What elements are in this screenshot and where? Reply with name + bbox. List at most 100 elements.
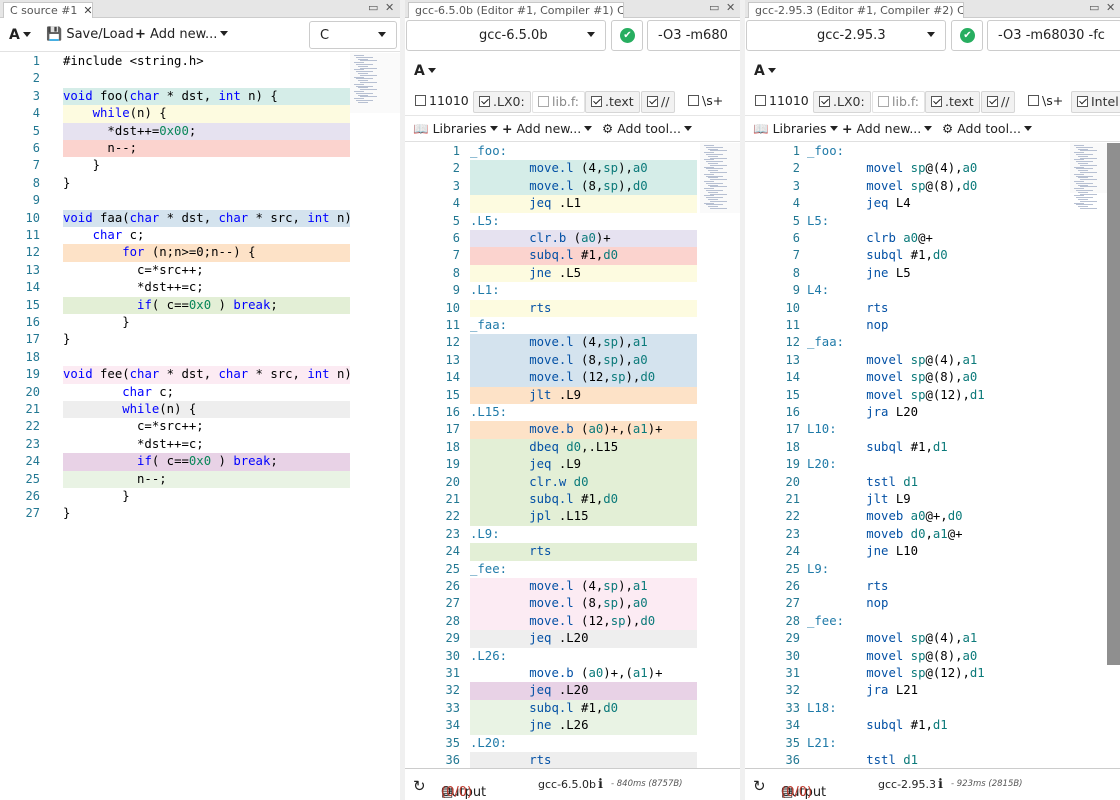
refresh-icon[interactable]: ↻ — [753, 777, 766, 795]
compile-timing: - 923ms (2815B) — [951, 779, 1023, 789]
info-icon[interactable]: ℹ — [938, 777, 943, 792]
close-icon[interactable]: ✕ — [83, 4, 93, 17]
minimize-icon[interactable]: ▭ — [1089, 1, 1100, 14]
code-line: .L20: — [470, 735, 508, 750]
tab-bar: C source #1✕ ▭ ✕ — [0, 0, 400, 18]
language-select[interactable]: C — [309, 21, 397, 49]
add-tool-button[interactable]: ⚙ Add tool... — [942, 121, 1032, 136]
filter-toggle[interactable]: \s+ — [1023, 91, 1068, 113]
filter-toggle[interactable]: 11010 — [410, 91, 474, 113]
checkbox-icon — [591, 96, 602, 107]
minimap-line — [1080, 193, 1097, 195]
checkbox-icon — [538, 96, 549, 107]
book-icon: 📖 — [753, 121, 769, 136]
code-line: jra L20 — [866, 405, 919, 419]
line-number: 30 — [785, 648, 800, 663]
code-line: _faa: — [470, 318, 508, 332]
compiler-select[interactable]: gcc-2.95.3 — [746, 20, 946, 51]
tab-compiler2[interactable]: gcc-2.95.3 (Editor #1, Compiler #2) C✕ — [748, 2, 964, 18]
vertical-scrollbar[interactable] — [1107, 143, 1120, 665]
line-number: 13 — [445, 352, 460, 367]
compiler-select[interactable]: gcc-6.5.0b — [406, 20, 606, 51]
checkbox-icon — [878, 96, 889, 107]
line-number: 15 — [785, 387, 800, 402]
code-line: jeq .L1 — [470, 195, 697, 213]
save-load-button[interactable]: 💾 Save/Load — [46, 27, 134, 42]
code-line: L18: — [807, 700, 837, 715]
compile-status-button[interactable]: ✔ — [951, 20, 983, 51]
code-line: clrb a0@+ — [866, 231, 933, 245]
minimap-line — [710, 157, 727, 159]
line-number: 34 — [785, 718, 800, 733]
refresh-icon[interactable]: ↻ — [413, 777, 426, 795]
compiler-options-input[interactable]: -O3 -m680 — [647, 20, 740, 51]
libraries-button[interactable]: 📖 Libraries — [753, 121, 838, 137]
filter-toggle[interactable]: .LX0: — [813, 91, 871, 113]
compile-timing: - 840ms (8757B) — [611, 779, 683, 789]
line-number: 2 — [452, 161, 460, 176]
line-number: 18 — [25, 349, 40, 364]
close-icon[interactable]: ✕ — [385, 1, 395, 14]
minimap[interactable] — [700, 143, 740, 213]
code-line: movel sp@(4),a1 — [866, 352, 978, 367]
minimap-line — [1078, 191, 1088, 193]
status-bar: ↻ ▤ Output (0/0) gcc-2.95.3 ℹ - 923ms (2… — [745, 768, 1120, 800]
add-new-button[interactable]: + Add new... — [842, 121, 933, 136]
filter-toggle[interactable]: \s+ — [683, 91, 728, 113]
minimap-line — [708, 191, 718, 193]
code-line: dbeq d0,.L15 — [470, 438, 697, 457]
add-new-button[interactable]: + Add new... — [502, 121, 593, 136]
close-icon[interactable]: ✕ — [726, 1, 736, 14]
filter-toggle[interactable]: 11010 — [750, 91, 814, 113]
minimap-line — [1076, 175, 1093, 177]
info-icon[interactable]: ℹ — [598, 777, 603, 792]
minimap-line — [360, 60, 377, 62]
filter-label: .LX0: — [493, 94, 525, 109]
minimap-line — [706, 161, 723, 163]
code-line: jeq .L20 — [470, 630, 697, 648]
line-number: 36 — [785, 753, 800, 767]
line-number: 22 — [785, 509, 800, 524]
minimap[interactable] — [350, 53, 400, 113]
code-line: movel sp@(12),d1 — [866, 387, 985, 402]
font-size-button[interactable]: A — [754, 63, 776, 79]
libraries-button[interactable]: 📖 Libraries — [413, 121, 498, 137]
minimap-line — [1080, 200, 1097, 202]
compiler-options-input[interactable]: -O3 -m68030 -fc — [987, 20, 1120, 51]
minimap[interactable] — [1070, 143, 1108, 209]
minimap-line — [704, 152, 714, 154]
filter-toggle[interactable]: Intel — [1071, 91, 1120, 113]
line-number: 31 — [445, 666, 460, 680]
minimap-line — [358, 65, 368, 67]
tab-compiler1[interactable]: gcc-6.5.0b (Editor #1, Compiler #1) C✕ — [408, 2, 624, 18]
compile-status-button[interactable]: ✔ — [611, 20, 643, 51]
filter-toggle[interactable]: // — [981, 91, 1016, 113]
line-number: 3 — [452, 178, 460, 193]
filter-toggle[interactable]: .text — [925, 91, 980, 113]
minimap-line — [706, 204, 723, 206]
font-size-button[interactable]: A — [414, 63, 436, 79]
filter-toggle[interactable]: lib.f: — [872, 91, 926, 113]
minimize-icon[interactable]: ▭ — [709, 1, 720, 14]
code-line: } — [63, 332, 71, 347]
add-tool-button[interactable]: ⚙ Add tool... — [602, 121, 692, 136]
code-line: _faa: — [807, 335, 845, 350]
add-new-button[interactable]: + Add new... — [135, 27, 229, 42]
filter-toggle[interactable]: // — [641, 91, 676, 113]
filter-toggle[interactable]: .LX0: — [473, 91, 531, 113]
code-line: movel sp@(8),d0 — [866, 178, 978, 193]
minimize-icon[interactable]: ▭ — [368, 1, 379, 14]
line-number: 30 — [445, 648, 460, 663]
close-icon[interactable]: ✕ — [1106, 1, 1116, 14]
minimap-line — [360, 89, 377, 91]
font-size-button[interactable]: A — [9, 27, 31, 43]
filter-toggle[interactable]: .text — [585, 91, 640, 113]
minimap-line — [710, 172, 727, 173]
tab-source[interactable]: C source #1✕ — [3, 2, 93, 18]
filter-toggle[interactable]: lib.f: — [532, 91, 586, 113]
line-number: 11 — [445, 318, 460, 332]
code-line: char c; — [122, 384, 175, 399]
